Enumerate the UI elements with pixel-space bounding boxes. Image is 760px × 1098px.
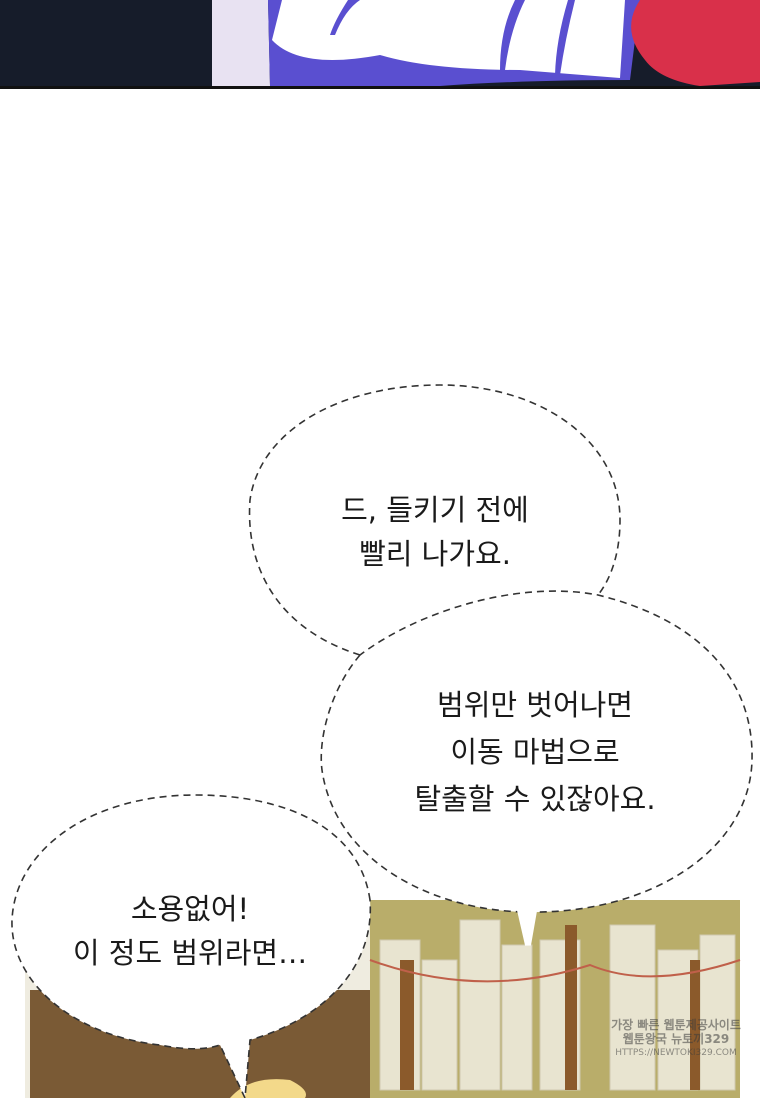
watermark-line: 가장 빠른 웹툰제공사이트: [611, 1018, 741, 1032]
bubble-3-text: 소용없어! 이 정도 범위라면…: [73, 887, 307, 975]
dialogue-line: 드, 들키기 전에: [341, 493, 529, 527]
dialogue-line: 범위만 벗어나면: [437, 688, 633, 722]
dialogue-line: 소용없어!: [130, 892, 250, 926]
bubble-2-text: 범위만 벗어나면 이동 마법으로 탈출할 수 있잖아요.: [414, 682, 655, 823]
watermark-url: HTTPS://NEWTOKI329.COM: [615, 1048, 737, 1058]
dialogue-line: 이 정도 범위라면…: [72, 936, 308, 970]
dialogue-line: 탈출할 수 있잖아요.: [414, 782, 656, 816]
dialogue-line: 빨리 나가요.: [359, 537, 511, 571]
top-panel: [0, 0, 760, 89]
speech-bubble-3: [11, 794, 372, 1098]
bubble-1-text: 드, 들키기 전에 빨리 나가요.: [341, 488, 529, 576]
speech-bubble-1: [248, 384, 621, 660]
watermark: 가장 빠른 웹툰제공사이트 웹툰왕국 뉴토끼329 HTTPS://NEWTOK…: [596, 1018, 756, 1060]
speech-bubbles: [11, 384, 753, 1098]
speech-bubble-2: [320, 590, 753, 913]
watermark-line: 웹툰왕국 뉴토끼329: [622, 1032, 730, 1046]
dialogue-line: 이동 마법으로: [450, 735, 620, 769]
